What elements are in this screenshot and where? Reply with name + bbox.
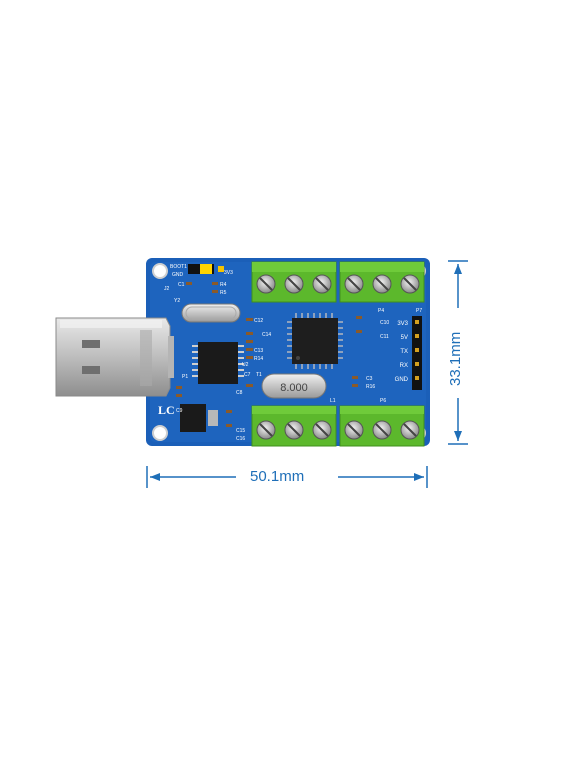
silkscreen-label: C9: [176, 408, 183, 414]
silkscreen-label: U2: [242, 362, 249, 368]
dimension-width: [146, 466, 428, 488]
silkscreen-label: L1: [330, 398, 336, 404]
usb-slot: [82, 340, 100, 348]
width-dimension-label: 50.1mm: [250, 468, 305, 485]
usb-connector: [55, 317, 174, 397]
silkscreen-label: 3V3: [224, 270, 233, 276]
screw-terminal: [256, 420, 420, 440]
mounting-hole: [152, 425, 168, 441]
boot-jumper: [188, 264, 224, 274]
silkscreen-label: P6: [380, 398, 386, 404]
silkscreen-label: R5: [220, 290, 227, 296]
silkscreen-label: J2: [164, 286, 170, 292]
silkscreen-label: C10: [380, 320, 389, 326]
silkscreen-label: C16: [236, 436, 245, 442]
silkscreen-label: C11: [380, 334, 389, 340]
mcu-chip: [287, 313, 343, 369]
silkscreen-label: P4: [378, 308, 384, 314]
crystal-8mhz: 8.000: [261, 373, 327, 399]
silkscreen-label: R14: [254, 356, 263, 362]
voltage-regulator: [180, 404, 218, 432]
silkscreen-label: C3: [366, 376, 373, 382]
silkscreen-label: R4: [220, 282, 227, 288]
pin-header: [412, 316, 422, 390]
usb-serial-chip: [192, 342, 244, 384]
pin-label: 3V3: [397, 321, 408, 327]
pin-label: RX: [400, 363, 408, 369]
pin-label: TX: [400, 349, 408, 355]
silkscreen-label: R16: [366, 384, 375, 390]
crystal-oscillator: [181, 303, 241, 323]
pin-label: GND: [395, 377, 409, 383]
silkscreen-label: C8: [236, 390, 243, 396]
silkscreen-label: P7: [416, 308, 422, 314]
pin-label: 5V: [401, 335, 408, 341]
smd-components: [176, 282, 362, 427]
silkscreen-label: Y2: [174, 298, 180, 304]
crystal-label: 8.000: [280, 382, 308, 394]
silkscreen-label: BOOT1: [170, 264, 187, 270]
dimension-height: [448, 260, 468, 445]
silkscreen-label: C14: [262, 332, 271, 338]
terminal-block-top: [251, 261, 425, 303]
silkscreen-label: C15: [236, 428, 245, 434]
usb-slot: [82, 366, 100, 374]
silkscreen: BOOT1 GND 3V3 J2 Y2 C1 R4 R5 C12 C14 C13…: [164, 264, 422, 442]
silkscreen-label: P1: [182, 374, 188, 380]
terminal-block-bottom: [251, 405, 425, 447]
silkscreen-label: GND: [172, 272, 184, 278]
silkscreen-label: C12: [254, 318, 263, 324]
silkscreen-label: T1: [256, 372, 262, 378]
screw-terminal: [256, 274, 420, 294]
silkscreen-label: C1: [178, 282, 185, 288]
silkscreen-label: C7: [244, 372, 251, 378]
height-dimension-label: 33.1mm: [447, 331, 464, 386]
pin-labels: 3V3 5V TX RX GND: [395, 321, 409, 383]
mounting-hole: [152, 263, 168, 279]
silkscreen-label: C13: [254, 348, 263, 354]
board-logo: LC: [158, 403, 175, 417]
